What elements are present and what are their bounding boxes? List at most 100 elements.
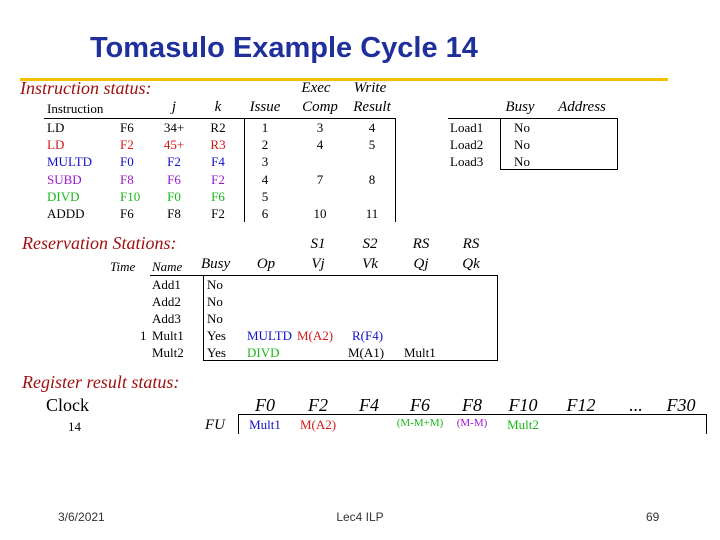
instr-j: 34+ xyxy=(163,120,185,135)
rs-qj: Mult1 xyxy=(404,345,436,360)
instr-k: F4 xyxy=(211,154,225,169)
instr-op: DIVD xyxy=(47,189,80,204)
write-header: Write xyxy=(353,80,387,96)
time-header: Time xyxy=(110,259,136,274)
op-header: Op xyxy=(256,256,276,272)
instr-op: LD xyxy=(47,120,65,135)
instruction-table-top-rule xyxy=(44,118,396,119)
instr-dest: F2 xyxy=(120,137,134,152)
reg-fu: (M-M+M) xyxy=(396,417,444,429)
load-name: Load1 xyxy=(450,120,484,135)
clock-value: 14 xyxy=(68,419,81,434)
rs-table-bottom-rule xyxy=(203,360,498,361)
instr-comp: 7 xyxy=(316,172,324,187)
instr-j: F0 xyxy=(167,189,181,204)
instr-comp: 3 xyxy=(316,120,324,135)
register-table-top-rule xyxy=(238,414,706,415)
instr-dest: F6 xyxy=(120,120,134,135)
rs-vk: M(A1) xyxy=(348,345,385,360)
instr-op: MULTD xyxy=(47,154,93,169)
reg-name: F2 xyxy=(308,395,328,415)
instr-op: SUBD xyxy=(47,172,82,187)
instr-issue: 5 xyxy=(261,189,269,204)
vj-header: Vj xyxy=(311,256,325,272)
issue-header: Issue xyxy=(249,99,281,115)
instr-k: R3 xyxy=(210,137,226,152)
reservation-stations-label: Reservation Stations: xyxy=(22,233,177,253)
instr-op: ADDD xyxy=(47,206,85,221)
reg-name: F8 xyxy=(462,395,482,415)
instr-j: 45+ xyxy=(163,137,185,152)
rs-name: Add2 xyxy=(152,294,181,309)
qk-header: Qk xyxy=(462,256,480,272)
reg-fu: Mult1 xyxy=(249,417,281,432)
instr-issue: 2 xyxy=(261,137,269,152)
rs-busy: No xyxy=(207,294,223,309)
instr-dest: F6 xyxy=(120,206,134,221)
instr-issue: 1 xyxy=(261,120,269,135)
qj-header: Qj xyxy=(413,256,429,272)
load-name: Load2 xyxy=(450,137,484,152)
rs-name: Add3 xyxy=(152,311,181,326)
clock-label: Clock xyxy=(46,395,89,415)
rs-busy: Yes xyxy=(207,328,226,343)
register-table-left-rule xyxy=(238,414,239,434)
instr-dest: F0 xyxy=(120,154,134,169)
reg-name: F30 xyxy=(666,395,696,415)
vk-header: Vk xyxy=(362,256,378,272)
rs-vj: M(A2) xyxy=(297,328,334,343)
name-header: Name xyxy=(152,259,183,274)
fu-label: FU xyxy=(205,417,225,433)
load-table-bottom-rule xyxy=(500,169,618,170)
result-header: Result xyxy=(353,99,391,115)
instr-j: F6 xyxy=(167,172,181,187)
instr-k: F2 xyxy=(211,206,225,221)
instr-op: LD xyxy=(47,137,65,152)
rs-op: DIVD xyxy=(247,345,280,360)
reg-fu: Mult2 xyxy=(507,417,539,432)
rs-name: Add1 xyxy=(152,277,181,292)
reg-name: F10 xyxy=(508,395,538,415)
instr-comp: 10 xyxy=(313,206,327,221)
reg-fu: (M-M) xyxy=(456,417,488,429)
instruction-status-label: Instruction status: xyxy=(20,78,152,98)
instr-k: R2 xyxy=(210,120,226,135)
instr-k: F2 xyxy=(211,172,225,187)
rs1-header: RS xyxy=(412,236,430,252)
instr-j: F8 xyxy=(167,206,181,221)
rs-table-right-rule xyxy=(497,275,498,361)
instr-result: 8 xyxy=(368,172,376,187)
instr-issue: 3 xyxy=(261,154,269,169)
instr-j: F2 xyxy=(167,154,181,169)
slide-title: Tomasulo Example Cycle 14 xyxy=(90,32,478,64)
rs-name: Mult2 xyxy=(152,345,184,360)
rs-table-top-rule xyxy=(150,275,498,276)
load-table-divider xyxy=(500,118,501,170)
rs-busy: No xyxy=(207,311,223,326)
reg-name: F0 xyxy=(255,395,275,415)
instr-result: 4 xyxy=(368,120,376,135)
comp-header: Comp xyxy=(302,99,338,115)
register-status-label: Register result status: xyxy=(22,372,180,392)
instruction-table-divider xyxy=(244,118,245,222)
instr-dest: F8 xyxy=(120,172,134,187)
instr-issue: 4 xyxy=(261,172,269,187)
footer-lecture: Lec4 ILP xyxy=(336,510,384,524)
register-table-right-rule xyxy=(706,414,707,434)
title-underline xyxy=(20,78,668,81)
load-table-right-rule xyxy=(617,118,618,170)
reg-name: F6 xyxy=(410,395,430,415)
rs-busy: Yes xyxy=(207,345,226,360)
rs-vk: R(F4) xyxy=(352,328,384,343)
reg-name: ... xyxy=(629,395,643,415)
instr-issue: 6 xyxy=(261,206,269,221)
load-busy-header: Busy xyxy=(505,99,535,115)
rs-busy: No xyxy=(207,277,223,292)
instr-result: 11 xyxy=(365,206,379,221)
load-table-top-rule xyxy=(448,118,618,119)
s1-header: S1 xyxy=(310,236,326,252)
instr-result: 5 xyxy=(368,137,376,152)
busy-header: Busy xyxy=(201,256,231,272)
instr-dest: F10 xyxy=(120,189,141,204)
rs-table-divider xyxy=(203,275,204,361)
